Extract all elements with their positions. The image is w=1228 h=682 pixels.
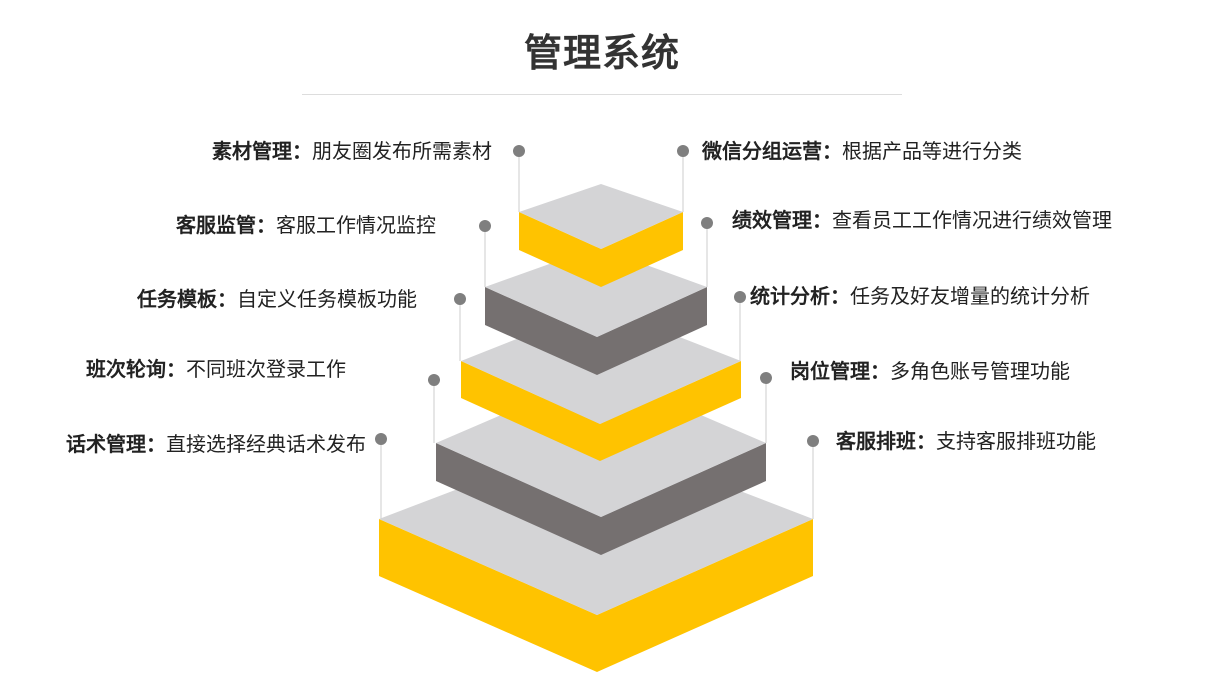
- label-separator: ：: [256, 213, 276, 237]
- label-description: 多角色账号管理功能: [890, 359, 1070, 383]
- connector-dot: [428, 374, 440, 386]
- layer-1-top-face: [519, 184, 683, 249]
- layer-5-left-face: [379, 519, 597, 672]
- connectors-right: [682, 151, 814, 519]
- connector-dot: [760, 372, 772, 384]
- label-description: 朋友圈发布所需素材: [312, 139, 492, 163]
- connector-dot: [701, 217, 713, 229]
- label-material-management: 素材管理：朋友圈发布所需素材: [212, 139, 492, 163]
- label-separator: ：: [916, 429, 936, 453]
- title-divider: [302, 94, 902, 95]
- label-name: 班次轮询: [86, 357, 166, 381]
- label-name: 客服监管: [176, 213, 256, 237]
- label-name: 微信分组运营: [702, 139, 822, 163]
- label-description: 支持客服排班功能: [936, 429, 1096, 453]
- connector-dot: [807, 435, 819, 447]
- label-separator: ：: [830, 284, 850, 308]
- label-separator: ：: [812, 208, 832, 232]
- connector-dot: [375, 433, 387, 445]
- layer-5-right-face: [597, 519, 813, 672]
- connector-dot: [454, 293, 466, 305]
- layer-4-left-face: [436, 443, 601, 555]
- label-name: 客服排班: [836, 429, 916, 453]
- label-wechat-group-operation: 微信分组运营：根据产品等进行分类: [702, 139, 1022, 163]
- label-separator: ：: [217, 287, 237, 311]
- label-description: 根据产品等进行分类: [842, 139, 1022, 163]
- connector-dot: [734, 291, 746, 303]
- label-description: 查看员工工作情况进行绩效管理: [832, 208, 1112, 232]
- connector-dot: [513, 145, 525, 157]
- label-statistical-analysis: 统计分析：任务及好友增量的统计分析: [750, 284, 1090, 308]
- label-position-management: 岗位管理：多角色账号管理功能: [790, 359, 1070, 383]
- label-description: 自定义任务模板功能: [237, 287, 417, 311]
- label-performance-management: 绩效管理：查看员工工作情况进行绩效管理: [732, 208, 1112, 232]
- layer-2-right-face: [597, 287, 707, 375]
- dots-left: [375, 145, 525, 445]
- label-shift-rotation: 班次轮询：不同班次登录工作: [86, 357, 346, 381]
- label-separator: ：: [146, 432, 166, 456]
- label-description: 不同班次登录工作: [186, 357, 346, 381]
- page-title: 管理系统: [523, 31, 680, 75]
- label-separator: ：: [822, 139, 842, 163]
- pyramid-layer-1: [519, 184, 683, 287]
- pyramid-layer-2: [485, 247, 707, 375]
- label-name: 岗位管理: [790, 359, 870, 383]
- layer-1-right-face: [601, 212, 683, 287]
- label-name: 统计分析: [750, 284, 830, 308]
- label-description: 客服工作情况监控: [276, 213, 436, 237]
- label-script-management: 话术管理：直接选择经典话术发布: [66, 432, 366, 456]
- connector-dot: [479, 220, 491, 232]
- layer-2-top-face: [485, 247, 707, 337]
- layer-1-left-face: [519, 212, 601, 287]
- label-description: 任务及好友增量的统计分析: [850, 284, 1090, 308]
- label-task-template: 任务模板：自定义任务模板功能: [137, 287, 417, 311]
- label-separator: ：: [870, 359, 890, 383]
- label-separator: ：: [292, 139, 312, 163]
- connectors-left: [380, 151, 520, 519]
- connector-dot: [677, 145, 689, 157]
- label-name: 话术管理: [66, 432, 146, 456]
- label-separator: ：: [166, 357, 186, 381]
- label-service-supervision: 客服监管：客服工作情况监控: [176, 213, 436, 237]
- layer-2-left-face: [485, 287, 597, 375]
- label-service-scheduling: 客服排班：支持客服排班功能: [836, 429, 1096, 453]
- label-name: 绩效管理: [732, 208, 812, 232]
- layer-4-right-face: [601, 443, 766, 555]
- label-description: 直接选择经典话术发布: [166, 432, 366, 456]
- label-name: 素材管理: [212, 139, 292, 163]
- layer-3-right-face: [600, 361, 741, 461]
- dots-right: [677, 145, 819, 447]
- label-name: 任务模板: [137, 287, 217, 311]
- layer-3-left-face: [461, 361, 600, 461]
